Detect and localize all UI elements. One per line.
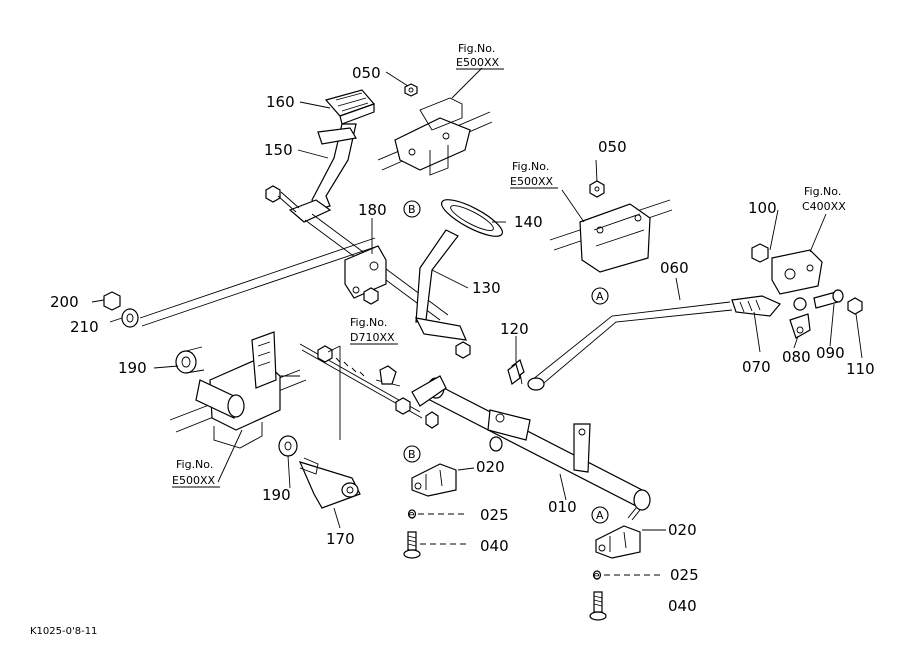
washer-210 xyxy=(121,308,139,328)
fig-ref-d710: Fig.No. D710XX xyxy=(350,316,398,345)
svg-text:e: e xyxy=(593,569,600,582)
fig-ref-right: Fig.No. E500XX xyxy=(510,160,558,189)
part-label-025-a: 025 xyxy=(670,566,699,584)
bushing-190-bottom xyxy=(278,435,298,457)
hand-lever-arm-130 xyxy=(414,229,471,359)
svg-text:Fig.No.: Fig.No. xyxy=(350,316,387,329)
svg-text:A: A xyxy=(596,290,604,303)
threaded-link xyxy=(299,343,423,419)
nut-200 xyxy=(103,291,121,311)
part-label-190-top: 190 xyxy=(118,359,147,377)
washer-080 xyxy=(789,297,811,339)
part-label-050-top: 050 xyxy=(352,64,381,82)
clip-120 xyxy=(507,362,521,386)
part-label-110: 110 xyxy=(846,360,875,378)
part-label-060: 060 xyxy=(660,259,689,277)
part-label-130: 130 xyxy=(472,279,501,297)
part-label-100: 100 xyxy=(748,199,777,217)
svg-text:B: B xyxy=(408,203,416,216)
part-label-160: 160 xyxy=(266,93,295,111)
part-label-025-b: 025 xyxy=(480,506,509,524)
hand-lever-knob-140 xyxy=(441,199,503,237)
tie-rod xyxy=(139,237,379,327)
part-label-140: 140 xyxy=(514,213,543,231)
pedal-arm-150 xyxy=(288,123,357,223)
leader-lines xyxy=(91,67,863,576)
part-labels: 050 160 150 180 140 130 200 210 190 190 … xyxy=(50,64,875,615)
left-frame-bracket xyxy=(169,331,307,449)
clamp-020-a xyxy=(595,507,641,559)
clevis-070 xyxy=(731,295,781,317)
callout-b-top: B xyxy=(403,200,421,218)
part-label-010: 010 xyxy=(548,498,577,516)
washer-025-b xyxy=(407,509,417,519)
clamp-020-b xyxy=(411,463,457,497)
arm-170 xyxy=(298,457,361,509)
fig-ref-left: Fig.No. E500XX xyxy=(172,458,220,488)
part-label-120: 120 xyxy=(500,320,529,338)
top-nut-050 xyxy=(404,83,418,97)
part-label-020-a: 020 xyxy=(668,521,697,539)
svg-text:E500XX: E500XX xyxy=(456,56,499,69)
svg-text:Fig.No.: Fig.No. xyxy=(512,160,549,173)
part-label-180: 180 xyxy=(358,201,387,219)
svg-text:Fig.No.: Fig.No. xyxy=(458,42,495,55)
part-label-070: 070 xyxy=(742,358,771,376)
svg-text:E500XX: E500XX xyxy=(510,175,553,188)
svg-text:B: B xyxy=(408,448,416,461)
part-label-170: 170 xyxy=(326,530,355,548)
bracket-100 xyxy=(751,243,823,295)
washer-025-a xyxy=(592,570,602,580)
part-label-040-b: 040 xyxy=(480,537,509,555)
bolt-040-b xyxy=(403,531,421,559)
part-label-020-b: 020 xyxy=(476,458,505,476)
cross-shaft-left xyxy=(195,379,245,419)
rod-060 xyxy=(511,301,733,391)
part-label-210: 210 xyxy=(70,318,99,336)
pin-090 xyxy=(813,289,844,309)
part-label-090: 090 xyxy=(816,344,845,362)
svg-text:E500XX: E500XX xyxy=(172,474,215,487)
fig-ref-c400: Fig.No. C400XX xyxy=(802,185,846,213)
svg-text:Fig.No.: Fig.No. xyxy=(804,185,841,198)
svg-text:C400XX: C400XX xyxy=(802,200,846,213)
callout-a-right: A xyxy=(591,287,609,305)
leader-prefix-marks: e e xyxy=(408,508,600,582)
part-label-050-right: 050 xyxy=(598,138,627,156)
svg-text:D710XX: D710XX xyxy=(350,331,395,344)
top-frame-bracket xyxy=(377,97,493,176)
drawing-code: K1025-0'8-11 xyxy=(30,626,97,637)
svg-text:Fig.No.: Fig.No. xyxy=(176,458,213,471)
brake-pedal-pad xyxy=(324,89,376,125)
svg-text:e: e xyxy=(408,508,415,521)
callout-b-bottom: B xyxy=(403,445,421,463)
right-frame-bracket xyxy=(549,199,673,273)
nut-050-right xyxy=(589,180,605,198)
part-label-150: 150 xyxy=(264,141,293,159)
svg-text:A: A xyxy=(596,509,604,522)
part-label-040-a: 040 xyxy=(668,597,697,615)
nut-110 xyxy=(847,297,863,315)
cross-shaft-010 xyxy=(411,375,651,511)
bushing-190-top xyxy=(175,346,205,374)
bolt-040-a xyxy=(589,591,607,621)
fig-ref-top: Fig.No. E500XX xyxy=(456,42,504,70)
part-label-190-bottom: 190 xyxy=(262,486,291,504)
bolt-left xyxy=(265,185,300,213)
part-label-200: 200 xyxy=(50,293,79,311)
callout-a-bottom: A xyxy=(591,506,609,524)
part-label-080: 080 xyxy=(782,348,811,366)
